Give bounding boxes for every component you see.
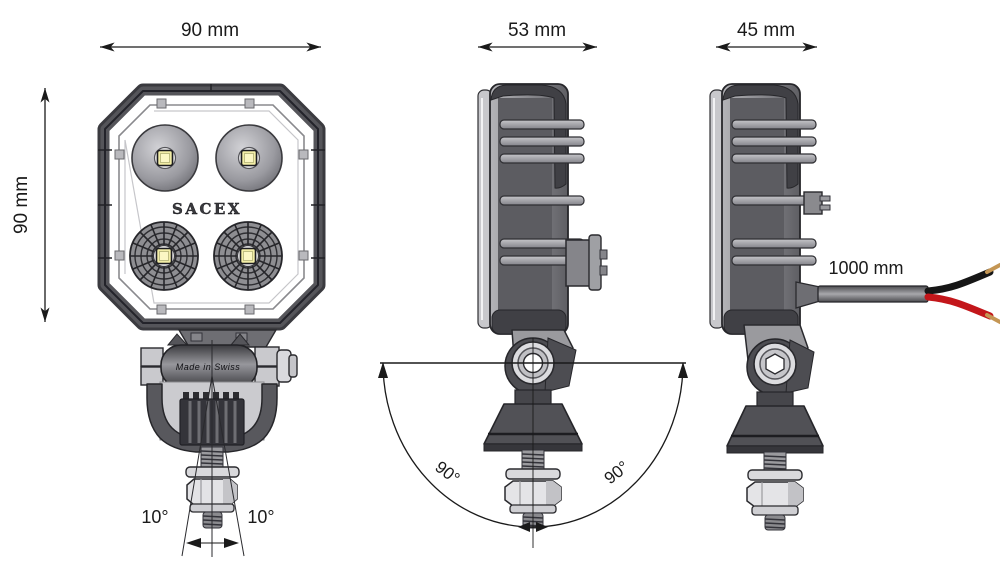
front-height-label: 90 mm <box>11 176 32 234</box>
bracket-arm-profile <box>726 324 824 531</box>
profile-view: 45 mm 1000 mm <box>709 20 1000 531</box>
led-bottom-left <box>129 221 199 291</box>
front-view: 90 mm 90 mm <box>11 20 326 557</box>
led-bottom-right <box>213 221 283 291</box>
led-top-left <box>131 124 199 192</box>
rear-connector-block <box>565 234 608 291</box>
swivel-right-label: 90° <box>601 457 633 488</box>
made-in-label: Made in Swiss <box>176 362 241 372</box>
profile-depth-label: 45 mm <box>737 20 795 41</box>
wire-red <box>924 293 994 320</box>
front-width-label: 90 mm <box>181 20 239 41</box>
tilt-angle-annotation: 10° 10° <box>141 340 275 557</box>
led-top-right <box>215 124 283 192</box>
swivel-left-label: 90° <box>431 457 463 488</box>
power-cable: 1000 mm <box>795 258 1000 324</box>
brand-logo: SACEX <box>172 200 242 218</box>
pivot-bolt-profile <box>753 342 797 386</box>
mounting-stud-profile <box>746 451 804 531</box>
side-depth-label: 53 mm <box>508 20 566 41</box>
bezel-clips <box>114 98 309 315</box>
wire-black-tip <box>985 263 1000 274</box>
swivel-angle-annotation: 90° 90° <box>378 338 688 548</box>
wire-red-tip <box>985 313 1000 324</box>
cable-length-label: 1000 mm <box>828 258 903 278</box>
wire-black <box>924 268 994 295</box>
side-view: 53 mm <box>378 20 688 548</box>
lamp-housing-side <box>477 83 585 335</box>
rear-nub <box>803 191 831 215</box>
frame-ticks <box>98 84 325 259</box>
swivel-mount-front: Made in Swiss <box>140 329 298 529</box>
tilt-left-label: 10° <box>141 507 168 527</box>
cable-sheath <box>817 285 929 303</box>
tilt-right-label: 10° <box>247 507 274 527</box>
mounting-stud-side <box>504 449 562 529</box>
